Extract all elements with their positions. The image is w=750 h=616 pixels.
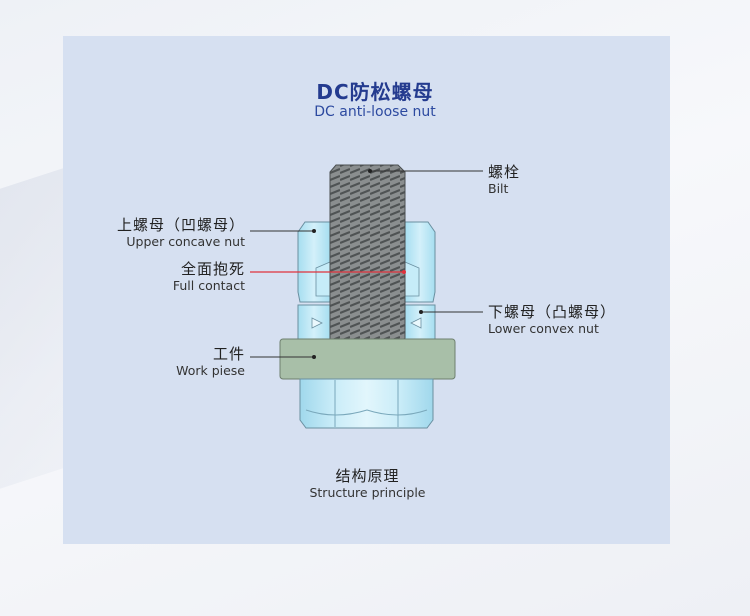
label-workpiece-en: Work piese xyxy=(176,363,245,378)
title-english: DC anti-loose nut xyxy=(314,104,436,120)
leader-lines xyxy=(250,169,483,359)
label-upper-nut-cn: 上螺母（凹螺母） xyxy=(116,216,245,234)
label-workpiece-cn: 工件 xyxy=(212,345,245,363)
bolt-head xyxy=(299,378,434,429)
label-bolt-cn: 螺栓 xyxy=(488,163,521,181)
workpiece-plate xyxy=(279,338,456,380)
caption: 结构原理 Structure principle xyxy=(0,467,735,500)
caption-en: Structure principle xyxy=(309,485,426,500)
label-full-contact-en: Full contact xyxy=(172,278,245,293)
label-bolt-en: Bilt xyxy=(488,181,509,196)
label-workpiece: 工件 Work piese xyxy=(176,345,245,378)
label-full-contact-cn: 全面抱死 xyxy=(180,260,245,278)
label-bolt: 螺栓 Bilt xyxy=(488,163,520,196)
bolt-shaft xyxy=(329,164,406,343)
label-full-contact: 全面抱死 Full contact xyxy=(173,260,245,293)
label-lower-nut-en: Lower convex nut xyxy=(488,321,599,336)
label-lower-nut: 下螺母（凸螺母） Lower convex nut xyxy=(488,303,616,336)
label-lower-nut-cn: 下螺母（凸螺母） xyxy=(488,303,617,321)
caption-cn: 结构原理 xyxy=(335,467,400,485)
label-upper-nut: 上螺母（凹螺母） Upper concave nut xyxy=(117,216,245,249)
label-upper-nut-en: Upper concave nut xyxy=(126,234,245,249)
lower-convex-nut xyxy=(297,304,436,341)
title-chinese: DC防松螺母 xyxy=(316,80,434,104)
upper-concave-nut xyxy=(297,221,436,303)
